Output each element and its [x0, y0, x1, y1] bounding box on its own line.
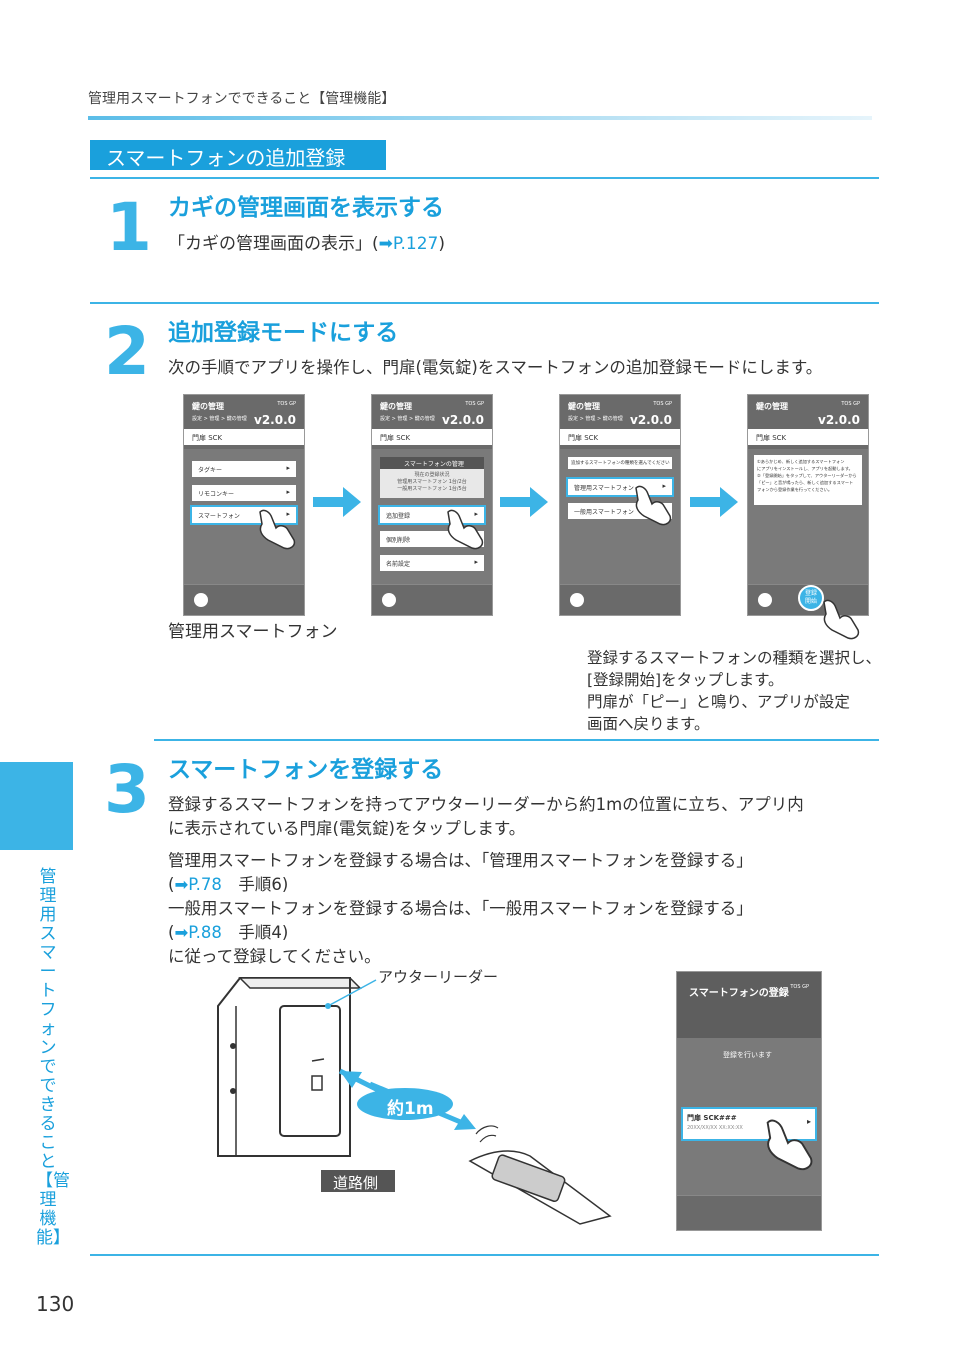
page-ref-link[interactable]: P.88 — [188, 923, 222, 942]
step2-note: 登録するスマートフォンの種類を選択し、 [登録開始]をタップします。 門扉が「ピ… — [587, 649, 882, 733]
svg-text:3: 3 — [104, 751, 150, 820]
registration-screen: スマートフォンの登録 TOS GP 登録を行います 門扉 SCK### 20XX… — [676, 971, 822, 1231]
tap-hand-icon — [447, 509, 484, 550]
reader-label: アウターリーダー — [378, 968, 499, 986]
app-screen-2: 鍵の管理 TOS GP 設定 > 管理 > 鍵の管理 v2.0.0 門扉 SCK… — [371, 394, 493, 616]
step-number-2: 2 — [104, 313, 150, 382]
panel-title: スマートフォンの管理 — [404, 461, 464, 468]
menu-remote-key[interactable]: リモコンキー▸ — [192, 485, 296, 501]
menu-rename[interactable]: 名前設定▸ — [380, 555, 484, 571]
step-number-3: 3 — [104, 751, 150, 820]
step-number-1: 1 — [106, 189, 152, 258]
ref-arrow-icon: ➡ — [174, 923, 189, 942]
side-tab-label: 管理用スマートフォンでできること【管理機能】 — [36, 867, 70, 1248]
back-icon[interactable] — [194, 593, 208, 607]
section-title: スマートフォンの追加登録 — [106, 146, 346, 170]
chevron-right-icon: ▸ — [806, 1117, 811, 1126]
step3-body: 登録するスマートフォンを持ってアウターリーダーから約1mの位置に立ち、アプリ内 … — [168, 795, 804, 838]
road-side-label: 道路側 — [321, 1170, 395, 1192]
step1-body: 「カギの管理画面の表示」(➡P.127) — [168, 234, 445, 254]
step2-body: 次の手順でアプリを操作し、門扉(電気錠)をスマートフォンの追加登録モードにします… — [168, 358, 823, 377]
page-number: 130 — [36, 1292, 75, 1316]
step-divider — [90, 302, 879, 304]
side-tab — [0, 762, 73, 850]
device-list-item[interactable]: 門扉 SCK### 20XX/XX/XX XX:XX:XX ▸ — [681, 1107, 817, 1141]
tap-hand-icon — [766, 1119, 813, 1171]
right-arrow-icon — [500, 487, 548, 517]
section-title-box: スマートフォンの追加登録 — [90, 140, 386, 170]
footer-rule — [90, 1254, 879, 1256]
step1-title: カギの管理画面を表示する — [168, 195, 444, 221]
ref-arrow-icon: ➡ — [378, 234, 393, 254]
app-screen-1: 鍵の管理 TOS GP 設定 > 管理 > 鍵の管理 v2.0.0 門扉 SCK… — [183, 394, 305, 616]
right-arrow-icon — [313, 487, 361, 517]
app-screen-4: 鍵の管理 TOS GP v2.0.0 門扉 SCK ①あらかじめ、新しく追加する… — [747, 394, 869, 616]
register-start-button[interactable]: 登録開始 — [798, 585, 824, 611]
right-arrow-icon — [690, 487, 738, 517]
distance-label: 約1m — [387, 1099, 434, 1119]
step2-title: 追加登録モードにする — [168, 320, 399, 346]
header-rule — [88, 116, 872, 120]
running-header: 管理用スマートフォンでできること【管理機能】 — [88, 91, 396, 107]
app-screen-3: 鍵の管理 TOS GP 設定 > 管理 > 鍵の管理 v2.0.0 門扉 SCK… — [559, 394, 681, 616]
page-ref-link[interactable]: P.127 — [392, 234, 439, 254]
step-number-text: 1 — [106, 189, 152, 258]
step3-title: スマートフォンを登録する — [168, 757, 444, 783]
page-ref-link[interactable]: P.78 — [188, 875, 222, 894]
step-divider — [154, 739, 879, 741]
step3-refs: 管理用スマートフォンを登録する場合は、「管理用スマートフォンを登録する」 (➡P… — [168, 851, 753, 966]
section-rule — [90, 177, 879, 179]
gate-reader-illustration — [217, 977, 612, 1225]
tap-hand-icon — [823, 599, 860, 640]
ref-arrow-icon: ➡ — [174, 875, 189, 894]
reg-status: 登録を行います — [723, 1051, 772, 1059]
tap-hand-icon — [635, 485, 672, 526]
tap-hand-icon — [259, 509, 296, 550]
phone-caption: 管理用スマートフォン — [168, 622, 338, 642]
svg-text:2: 2 — [104, 313, 150, 382]
back-icon[interactable] — [382, 593, 396, 607]
back-icon[interactable] — [758, 593, 772, 607]
back-icon[interactable] — [570, 593, 584, 607]
reg-screen-title: スマートフォンの登録 — [689, 988, 789, 999]
menu-tag-key[interactable]: タグキー▸ — [192, 461, 296, 477]
